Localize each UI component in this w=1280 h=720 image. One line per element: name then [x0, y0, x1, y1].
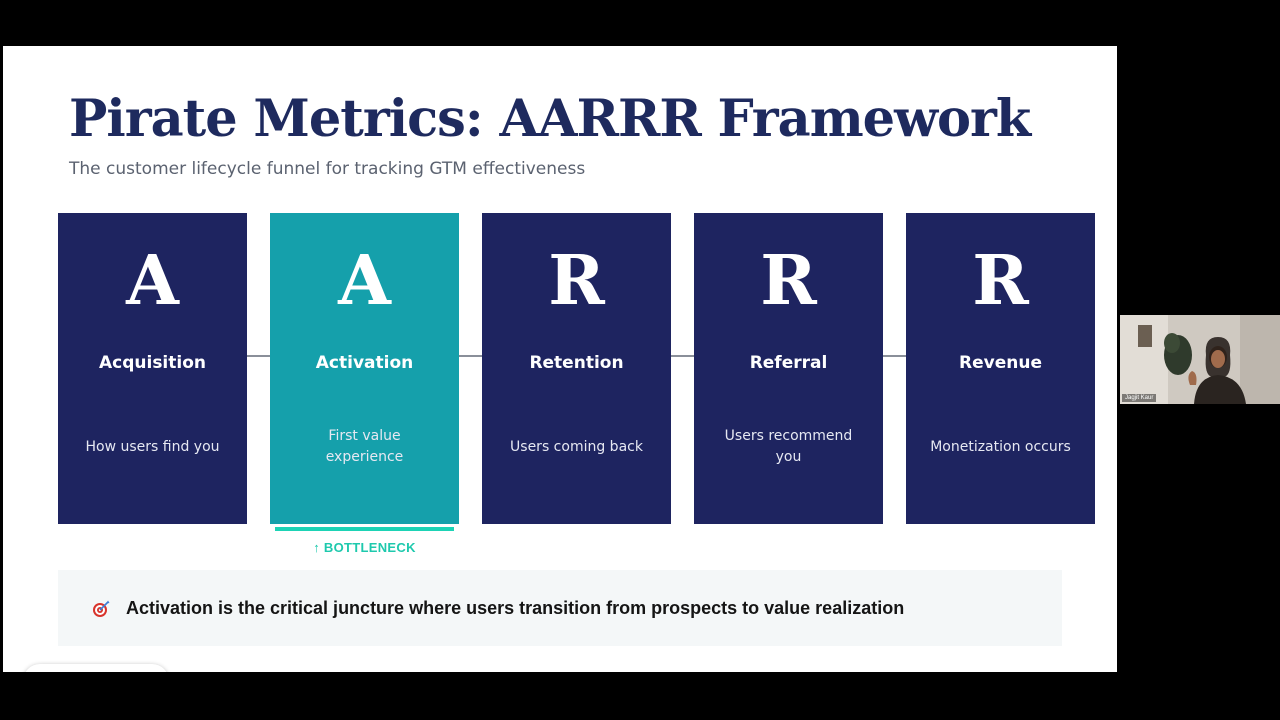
page-number: 5 — [69, 664, 93, 672]
stage-description: Users recommend you — [724, 428, 853, 465]
presenter-video — [1120, 315, 1280, 404]
stage-description: First value experience — [325, 428, 404, 465]
stage-card-revenue[interactable]: R Revenue Monetization occurs — [906, 213, 1095, 524]
presentation-slide: Pirate Metrics: AARRR Framework The cust… — [3, 46, 1117, 672]
webcam-feed: Jagjit Kaur — [1120, 315, 1280, 404]
target-icon — [93, 600, 110, 617]
stage-card-retention[interactable]: R Retention Users coming back — [482, 213, 671, 524]
previous-slide-button[interactable] — [28, 664, 56, 672]
stage-description: How users find you — [85, 438, 220, 455]
slide-subtitle: The customer lifecycle funnel for tracki… — [69, 159, 586, 179]
stage-connector — [459, 355, 483, 357]
stage-connector — [671, 355, 695, 357]
bottleneck-indicator-bar — [275, 527, 454, 531]
callout-box: Activation is the critical juncture wher… — [58, 570, 1062, 646]
slide-title: Pirate Metrics: AARRR Framework — [69, 89, 1031, 149]
stage-name: Activation — [315, 353, 414, 373]
more-options-button[interactable] — [137, 664, 165, 672]
stage-letter: R — [972, 241, 1029, 321]
slide-pager: 5 — [23, 664, 169, 672]
stage-name: Retention — [529, 353, 624, 373]
stage-description: Monetization occurs — [930, 438, 1071, 455]
stage-name: Referral — [749, 353, 828, 373]
stage-letter: R — [760, 241, 817, 321]
stage-connector — [883, 355, 907, 357]
stage-description: Users coming back — [510, 438, 643, 455]
callout-text: Activation is the critical juncture wher… — [126, 598, 905, 618]
stage-letter: A — [126, 241, 179, 321]
stage-card-acquisition[interactable]: A Acquisition How users find you — [58, 213, 247, 524]
stage-card-referral[interactable]: R Referral Users recommend you — [694, 213, 883, 524]
stage-card-activation[interactable]: A Activation First value experience — [270, 213, 459, 524]
stage-name: Acquisition — [98, 353, 206, 373]
stage-letter: R — [548, 241, 605, 321]
stage-name: Revenue — [959, 353, 1042, 373]
stage-connector — [247, 355, 271, 357]
bottleneck-label: ↑ BOTTLENECK — [313, 540, 416, 555]
stage-letter: A — [338, 241, 391, 321]
next-slide-button[interactable] — [107, 664, 135, 672]
participant-name-tag: Jagjit Kaur — [1122, 394, 1157, 402]
